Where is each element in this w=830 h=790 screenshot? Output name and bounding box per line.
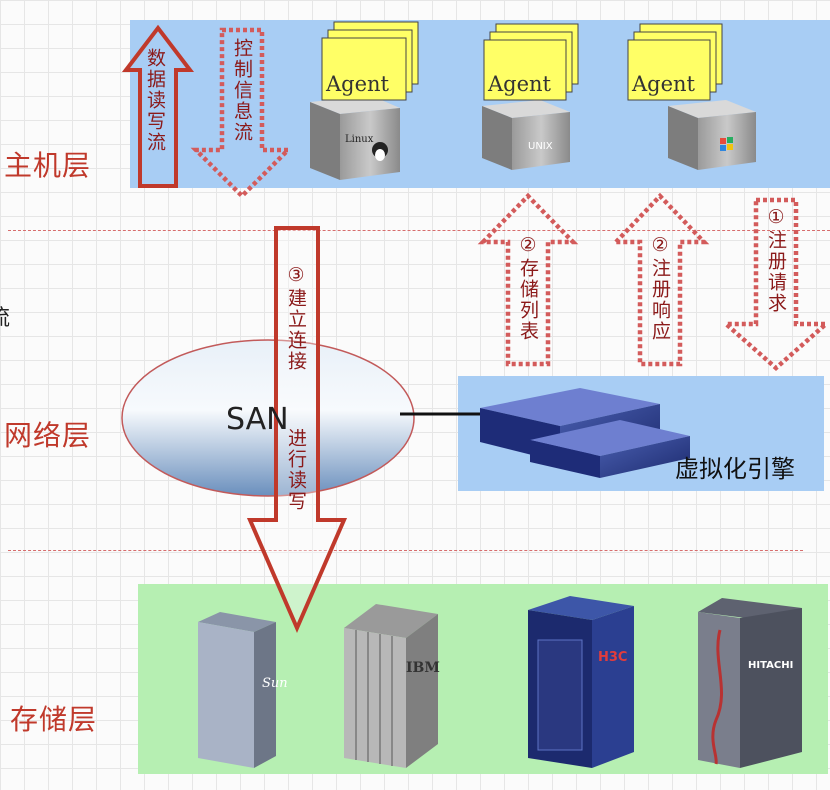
data-flow-label: 数据读写流 xyxy=(144,48,166,153)
linux-os-label: Linux xyxy=(345,134,374,145)
establish-connection-label: ③建立连接 xyxy=(285,264,307,372)
reg-request-arrow xyxy=(720,197,830,371)
agent-document-icon xyxy=(321,21,419,101)
hitachi-vendor-label: HITACHI xyxy=(748,660,794,671)
control-flow-arrow xyxy=(190,27,294,200)
virtualization-engine-icon xyxy=(480,388,690,478)
sun-vendor-label: Sun xyxy=(262,676,288,691)
unix-os-label: UNIX xyxy=(528,141,553,152)
unix-server-icon xyxy=(482,100,570,170)
establish-connection-arrow xyxy=(246,226,348,634)
store-list-label: ②存储列表 xyxy=(517,234,539,342)
san-cloud xyxy=(121,339,415,497)
network-layer-label: 网络层 xyxy=(4,419,92,452)
windows-server-icon xyxy=(668,100,756,170)
separator-lower xyxy=(8,550,803,551)
rw-label: 进行读写 xyxy=(285,428,307,512)
agent-document-icon xyxy=(627,23,723,101)
separator-upper xyxy=(8,230,830,231)
ibm-vendor-label: IBM xyxy=(406,660,440,676)
reg-response-label: ②注册响应 xyxy=(649,234,671,342)
hitachi-storage-icon xyxy=(698,598,802,768)
data-flow-arrow xyxy=(121,24,195,188)
clipped-edge-text: 流 xyxy=(0,300,10,332)
h3c-storage-icon xyxy=(528,596,634,768)
control-flow-label: 控制信息流 xyxy=(231,38,253,143)
ibm-storage-icon xyxy=(344,604,438,768)
san-label: SAN xyxy=(226,402,289,437)
host-layer-label: 主机层 xyxy=(4,149,92,182)
reg-response-arrow xyxy=(610,192,710,367)
agent-label-linux: Agent xyxy=(326,72,389,96)
engine-label: 虚拟化引擎 xyxy=(675,455,795,483)
sun-storage-icon xyxy=(198,612,276,768)
reg-request-label: ①注册请求 xyxy=(765,206,787,314)
h3c-vendor-label: H3C xyxy=(598,650,628,665)
agent-label-windows: Agent xyxy=(632,72,695,96)
agent-label-unix: Agent xyxy=(488,72,551,96)
agent-document-icon xyxy=(483,23,579,101)
storage-layer-label: 存储层 xyxy=(10,703,98,736)
